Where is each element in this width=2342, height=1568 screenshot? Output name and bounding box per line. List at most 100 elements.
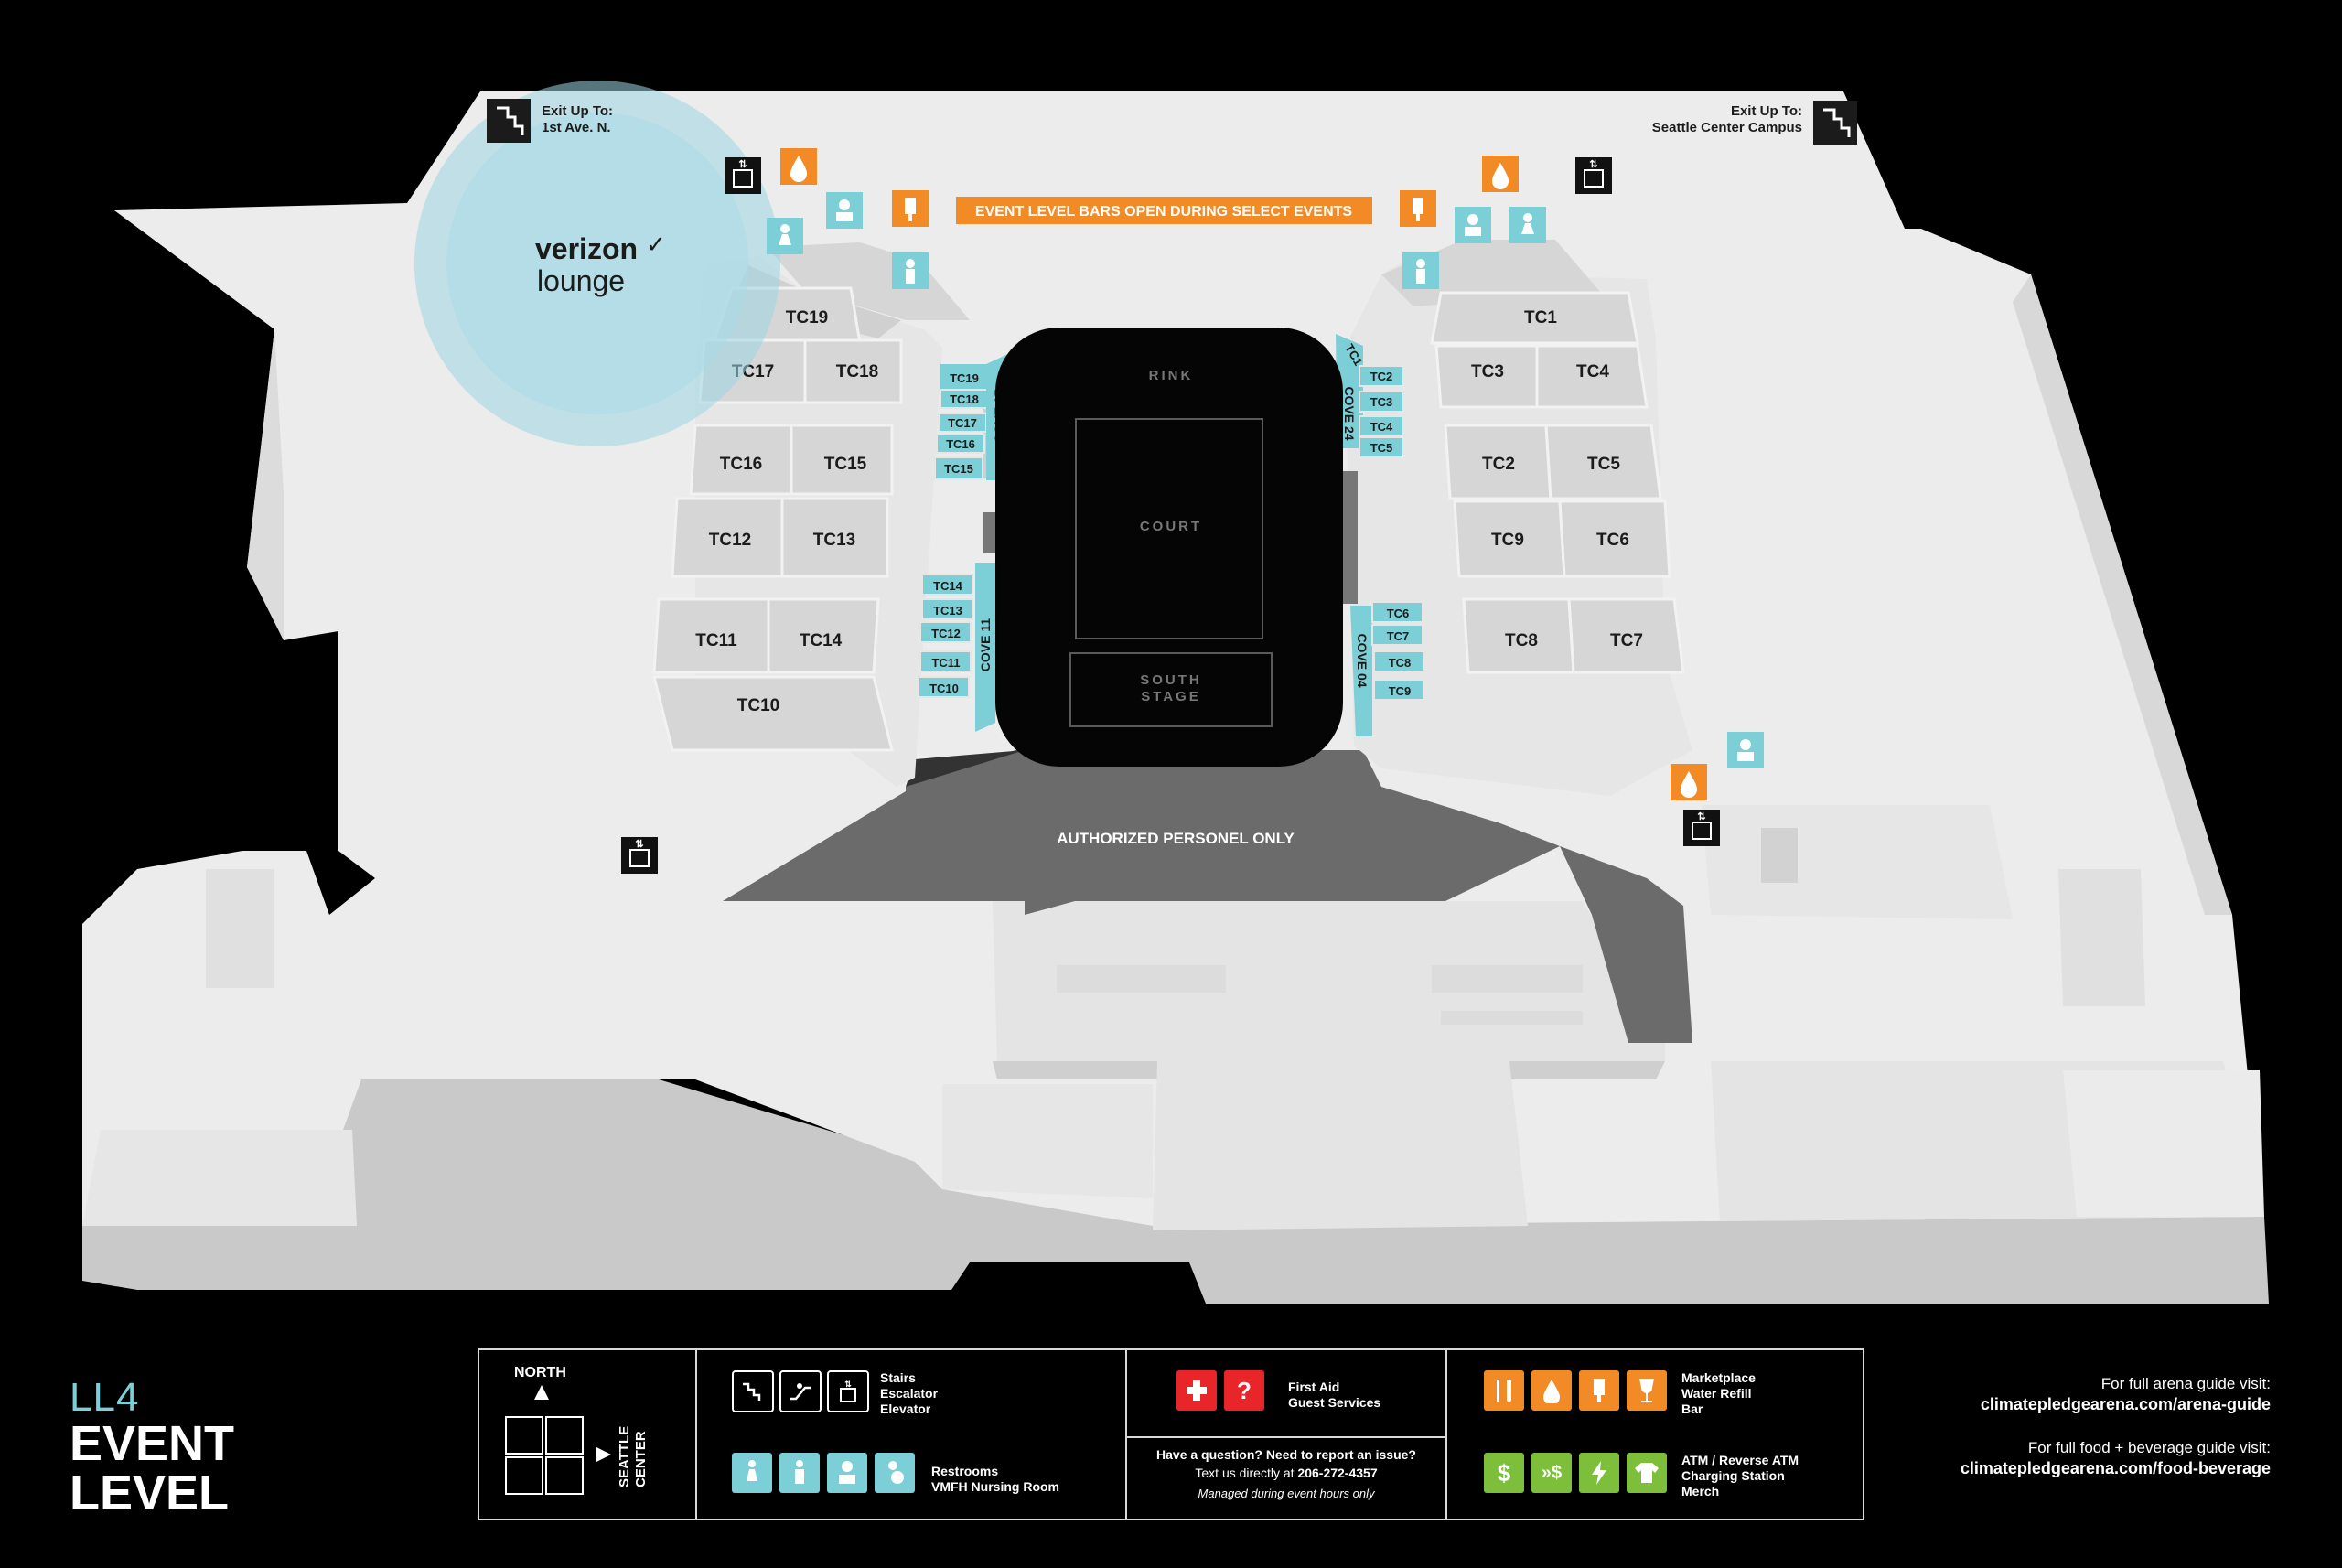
tc5-label: TC5 [1587, 455, 1620, 474]
cove24-table-2[interactable]: TC2 [1370, 370, 1393, 383]
food-guide-link[interactable]: climatepledgearena.com/food-beverage [1960, 1459, 2271, 1477]
guide-links: For full arena guide visit: climatepledg… [1961, 1374, 2271, 1478]
compass: NORTH SEATTLE CENTER [479, 1350, 695, 1519]
lounge-check: ✓ [646, 231, 666, 258]
section-tc14[interactable] [767, 597, 880, 674]
banner-text: EVENT LEVEL BARS OPEN DURING SELECT EVEN… [975, 204, 1353, 220]
tc16-label: TC16 [720, 455, 762, 474]
svg-text:⇅: ⇅ [635, 839, 643, 850]
cove11-table-5[interactable]: TC10 [929, 682, 959, 695]
restroom-women-marker-ne[interactable] [1509, 207, 1546, 243]
cove17-table-5[interactable]: TC15 [944, 462, 973, 476]
level-code: LL4 [70, 1375, 140, 1420]
tc18-label: TC18 [836, 362, 878, 381]
exit-left-line1: Exit Up To: [542, 103, 613, 119]
cove11-table-2[interactable]: TC13 [933, 604, 962, 618]
cove17-table-2[interactable]: TC18 [950, 392, 979, 406]
cove24-table-5[interactable]: TC5 [1370, 441, 1393, 455]
amenity-markers: ⇅ ⇅ ⇅ ⇅ [621, 148, 1764, 874]
cove24-table-4[interactable]: TC4 [1370, 420, 1393, 434]
cove11-table-1[interactable]: TC14 [933, 579, 963, 593]
exit-left[interactable]: Exit Up To: 1st Ave. N. [487, 99, 613, 143]
merch-icon [1627, 1453, 1667, 1493]
first-aid-icon [1176, 1370, 1217, 1411]
cove11-label: COVE 11 [978, 618, 993, 672]
stairs-icon [732, 1370, 774, 1412]
cove17-table-4[interactable]: TC16 [946, 437, 975, 451]
cove04-label: COVE 04 [1355, 633, 1370, 687]
exit-right-line2: Seattle Center Campus [1652, 120, 1802, 135]
legend: NORTH SEATTLE CENTER ⇅ Stairs Escalator … [478, 1348, 1864, 1520]
restroom-men-marker-nw[interactable] [892, 252, 929, 289]
bar-marker-nw[interactable] [892, 190, 929, 227]
elevator-marker-nw[interactable]: ⇅ [725, 157, 761, 194]
water-marker-e[interactable] [1671, 764, 1707, 800]
elevator-icon: ⇅ [827, 1370, 869, 1412]
question-line3: Managed during event hours only [1198, 1487, 1375, 1500]
cove04-table-4[interactable]: TC9 [1389, 684, 1412, 698]
legend-merch: Merch [1681, 1484, 1720, 1498]
cove17-table-1[interactable]: TC19 [950, 371, 979, 385]
section-tc6[interactable] [1558, 499, 1671, 578]
restroom-men-icon [779, 1453, 820, 1493]
level-name-1: EVENT [70, 1416, 235, 1471]
exit-right[interactable]: Exit Up To: Seattle Center Campus [1652, 101, 1857, 145]
cove04-table-3[interactable]: TC8 [1389, 656, 1412, 670]
family-restroom-marker-e[interactable] [1727, 732, 1764, 768]
wine-icon [1627, 1370, 1667, 1411]
section-tc4[interactable] [1535, 344, 1649, 409]
level-title: LL4 EVENT LEVEL [70, 1375, 235, 1519]
cove11-table-3[interactable]: TC12 [931, 627, 961, 640]
stage-label-1: SOUTH [1140, 672, 1202, 688]
elevator-marker-w[interactable]: ⇅ [621, 837, 658, 874]
section-tc13[interactable] [780, 497, 889, 578]
section-tc18[interactable] [803, 338, 903, 404]
cove24-table-3[interactable]: TC3 [1370, 395, 1393, 409]
section-tc15[interactable] [790, 424, 894, 496]
restroom-women-marker-nw[interactable] [767, 218, 803, 254]
lounge-word: lounge [537, 264, 625, 297]
bar-marker-ne[interactable] [1400, 190, 1436, 227]
compass-north: NORTH [514, 1365, 566, 1380]
water-drop-icon [1531, 1370, 1572, 1411]
cove04-table-2[interactable]: TC7 [1387, 629, 1410, 643]
family-restroom-marker-ne[interactable] [1455, 207, 1491, 243]
cove04-table-1[interactable]: TC6 [1387, 607, 1410, 620]
section-tc7[interactable] [1567, 597, 1685, 674]
cove24-label: COVE 24 [1342, 386, 1357, 440]
svg-text:⇅: ⇅ [1697, 811, 1705, 822]
legend-services: ? First Aid Guest Services Have a questi… [1125, 1350, 1445, 1519]
legend-transport: ⇅ Stairs Escalator Elevator Restrooms VM… [695, 1350, 1125, 1519]
section-tc10[interactable] [652, 675, 894, 752]
water-marker-ne[interactable] [1482, 156, 1519, 192]
family-restroom-marker-nw[interactable] [826, 192, 863, 229]
water-marker-nw[interactable] [780, 148, 817, 185]
cove17-table-3[interactable]: TC17 [948, 416, 977, 430]
elevator-marker-ne[interactable]: ⇅ [1575, 157, 1612, 194]
elevator-marker-e[interactable]: ⇅ [1683, 810, 1720, 846]
section-tc5[interactable] [1544, 424, 1662, 500]
rink-label: RINK [1149, 368, 1194, 383]
seating-west: TC19 TC17 TC18 TC16 TC15 TC12 TC13 TC11 … [652, 242, 970, 787]
stairs-icon [497, 106, 524, 135]
legend-first-aid: First Aid [1288, 1380, 1340, 1394]
seating-east: TC1 TC3 TC4 TC2 TC5 TC9 TC6 TC8 TC7 [1345, 240, 1692, 796]
arena-guide-link[interactable]: climatepledgearena.com/arena-guide [1980, 1395, 2271, 1413]
legend-atm: ATM / Reverse ATM [1681, 1453, 1799, 1467]
cove11-table-4[interactable]: TC11 [931, 656, 960, 670]
legend-nursing: VMFH Nursing Room [931, 1479, 1059, 1494]
bar-icon [1579, 1370, 1619, 1411]
tc7-label: TC7 [1610, 631, 1643, 650]
tc4-label: TC4 [1576, 362, 1609, 381]
court-label: COURT [1140, 519, 1202, 534]
escalator-icon [779, 1370, 822, 1412]
verizon-lounge[interactable]: verizon ✓ lounge [414, 81, 780, 446]
section-tc1[interactable] [1430, 291, 1639, 345]
stage-label-2: STAGE [1141, 689, 1201, 704]
svg-text:⇅: ⇅ [738, 159, 747, 170]
question-phone[interactable]: 206-272-4357 [1297, 1466, 1378, 1480]
restroom-men-marker-ne[interactable] [1402, 252, 1439, 289]
family-restroom-icon [827, 1453, 867, 1493]
lounge-brand: verizon [535, 232, 638, 265]
tc12-label: TC12 [709, 531, 751, 550]
